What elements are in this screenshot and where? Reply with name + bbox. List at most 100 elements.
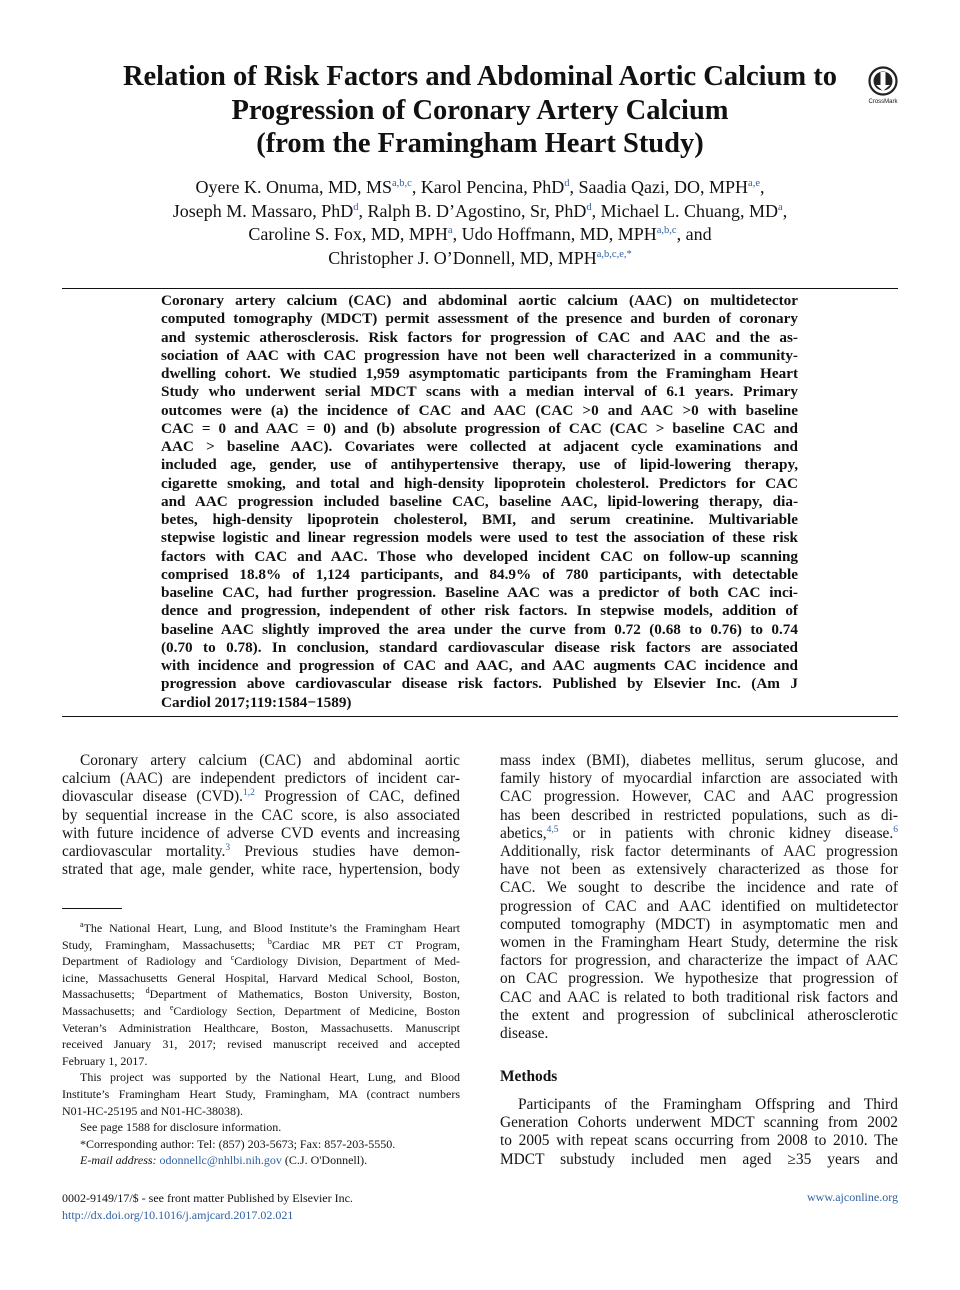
body-text: Progression of CAC, defined — [254, 788, 460, 806]
affiliation-sup[interactable]: a,b,c — [391, 178, 412, 189]
affiliation-sup[interactable]: a,b,c,e,* — [596, 248, 632, 260]
abstract-line: included age, gender, use of antihyperte… — [161, 456, 798, 474]
body-line: computed tomography (MDCT) in asymptomat… — [500, 915, 898, 933]
methods-body: Participants of the Framingham Offspring… — [500, 1096, 898, 1169]
abstract-line: sociation of AAC with CAC progression ha… — [161, 346, 798, 364]
abstract-line: stepwise logistic and linear regression … — [161, 529, 798, 547]
abstract-line: factors with CAC and AAC. Those who deve… — [161, 547, 798, 565]
footnote-line: Massachusetts; and eCardiology Section, … — [62, 1003, 460, 1020]
author-separator: , — [782, 200, 788, 221]
affiliation-sup[interactable]: a — [778, 201, 783, 213]
author-name: Ralph B. D’Agostino, Sr, PhD — [367, 200, 587, 221]
author-list: Oyere K. Onuma, MD, MSa,b,c, Karol Penci… — [60, 176, 900, 270]
body-line: women in the Framingham Heart Study, det… — [500, 934, 898, 952]
affiliation-sup[interactable]: a,b,c — [656, 225, 677, 236]
affiliation-sup[interactable]: d — [564, 178, 570, 189]
body-line: CAC progression. However, CAC and AAC pr… — [500, 788, 898, 806]
author-name: Michael L. Chuang, MD — [600, 200, 779, 221]
body-line: family history of myocardial infarction … — [500, 770, 898, 788]
body-text: or in patients with chronic kidney disea… — [558, 824, 894, 842]
author-name: Joseph M. Massaro, PhD — [172, 200, 354, 221]
abstract-line: betes, high-density lipoprotein choleste… — [161, 511, 798, 528]
author-name: Christopher J. O’Donnell, MD, MPH — [328, 247, 597, 268]
author-separator: , — [411, 177, 421, 197]
abstract-line: computed tomography (MDCT) permit assess… — [161, 310, 798, 328]
body-line: has been described in restricted populat… — [500, 806, 898, 824]
title-line: Relation of Risk Factors and Abdominal A… — [122, 61, 838, 92]
footnote-text: The National Heart, Lung, and Blood Inst… — [83, 921, 460, 935]
article-title: Relation of Risk Factors and Abdominal A… — [100, 60, 860, 161]
right-column-body: mass index (BMI), diabetes mellitus, ser… — [500, 752, 898, 1043]
abstract-bottom-rule — [62, 716, 898, 717]
body-text: cardiovascular mortality. — [62, 843, 226, 861]
author-name: Caroline S. Fox, MD, MPH — [248, 224, 448, 244]
footnote-text: Massachusetts; and — [62, 1003, 170, 1018]
author-line: Oyere K. Onuma, MD, MSa,b,c, Karol Penci… — [60, 176, 900, 200]
abstract-line: CAC = 0 and AAC = 0) and (b) absolute pr… — [161, 419, 798, 437]
body-line: the extent and progression of subclinica… — [500, 1006, 898, 1024]
author-separator: , and — [676, 224, 712, 244]
abstract-line: and systemic atherosclerosis. Risk facto… — [161, 328, 798, 346]
abstract-line: (0.70 to 0.78). In conclusion, standard … — [161, 638, 798, 656]
affiliation-sup[interactable]: d — [353, 201, 359, 213]
footnote-line: N01-HC-25195 and N01-HC-38038). — [62, 1103, 243, 1118]
footnote-text: Study, Framingham, Massachusetts; — [62, 937, 268, 952]
abstract-line: Coronary artery calcium (CAC) and abdomi… — [161, 292, 798, 309]
doi-link[interactable]: http://dx.doi.org/10.1016/j.amjcard.2017… — [62, 1208, 294, 1222]
author-separator: , — [569, 177, 579, 197]
footnote-line: This project was supported by the Nation… — [80, 1070, 460, 1085]
body-line: with future incidence of adverse CVD eve… — [62, 824, 460, 842]
abstract: Coronary artery calcium (CAC) and abdomi… — [161, 292, 798, 712]
author-separator: , — [759, 177, 765, 197]
crossmark-badge[interactable]: CrossMark — [866, 66, 900, 105]
methods-heading: Methods — [500, 1068, 558, 1085]
issn-line: 0002-9149/17/$ - see front matter Publis… — [62, 1191, 353, 1205]
body-line: strated that age, male gender, white rac… — [62, 861, 460, 879]
affiliation-sup[interactable]: d — [586, 201, 592, 213]
body-line: progression of CAC and AAC identified on… — [500, 897, 898, 915]
footnote-rule — [62, 908, 122, 909]
body-text: Previous studies have demon- — [230, 843, 460, 861]
footnote-text: Cardiac MR PET CT Program, — [271, 937, 460, 952]
body-line: mass index (BMI), diabetes mellitus, ser… — [500, 752, 898, 769]
journal-website-link[interactable]: www.ajconline.org — [807, 1190, 898, 1204]
publication-info: 0002-9149/17/$ - see front matter Publis… — [62, 1190, 353, 1224]
email-link[interactable]: odonnellc@nhlbi.nih.gov — [159, 1153, 282, 1168]
footnotes: aThe National Heart, Lung, and Blood Ins… — [62, 920, 460, 1169]
body-line: disease. — [500, 1025, 549, 1043]
abstract-line: Cardiol 2017;119:1584−1589) — [161, 693, 352, 711]
abstract-line: progression above cardiovascular disease… — [161, 675, 798, 693]
author-separator: , — [452, 224, 462, 244]
footnote-text: Massachusetts; — [62, 987, 146, 1002]
footnote-line: aThe National Heart, Lung, and Blood Ins… — [62, 920, 460, 937]
footnote-text: (C.J. O'Donnell). — [281, 1153, 368, 1168]
body-line: CAC. We sought to describe the incidence… — [500, 879, 898, 897]
citation-link[interactable]: 6 — [893, 824, 898, 835]
citation-link[interactable]: 4,5 — [546, 824, 559, 835]
author-line: Joseph M. Massaro, PhDd, Ralph B. D’Agos… — [60, 200, 900, 224]
footnote-line: Veteran’s Administration Healthcare, Bos… — [62, 1020, 460, 1035]
abstract-line: AAC > baseline AAC). Covariates were col… — [161, 438, 798, 455]
footnote-sup: d — [145, 986, 150, 996]
body-line: CAC and AAC is related to both tradition… — [500, 988, 898, 1006]
footnote-sup: b — [267, 936, 272, 946]
body-line: Participants of the Framingham Offspring… — [518, 1096, 898, 1113]
footnote-sup: a — [80, 920, 84, 929]
body-line: have not been as extensively characteriz… — [500, 861, 898, 879]
body-text: diovascular disease (CVD). — [62, 788, 243, 806]
footnote-line: icine, Massachusetts General Hospital, H… — [62, 970, 460, 985]
footnote-line: Study, Framingham, Massachusetts; bCardi… — [62, 937, 460, 954]
body-line: Generation Cohorts underwent MDCT scanni… — [500, 1114, 898, 1132]
author-line: Christopher J. O’Donnell, MD, MPHa,b,c,e… — [60, 247, 900, 271]
citation-link[interactable]: 1,2 — [242, 788, 255, 799]
affiliation-sup[interactable]: a,e — [748, 178, 760, 189]
body-text: abetics, — [500, 824, 547, 842]
title-line: Progression of Coronary Artery Calcium — [231, 94, 729, 126]
citation-link[interactable]: 3 — [225, 843, 231, 854]
footnote-line: Institute’s Framingham Heart Study, Fram… — [62, 1086, 460, 1101]
email-label: E-mail address: — [80, 1153, 160, 1168]
crossmark-label: CrossMark — [868, 99, 898, 105]
affiliation-sup[interactable]: a — [447, 225, 453, 236]
title-line: (from the Framingham Heart Study) — [256, 128, 704, 159]
